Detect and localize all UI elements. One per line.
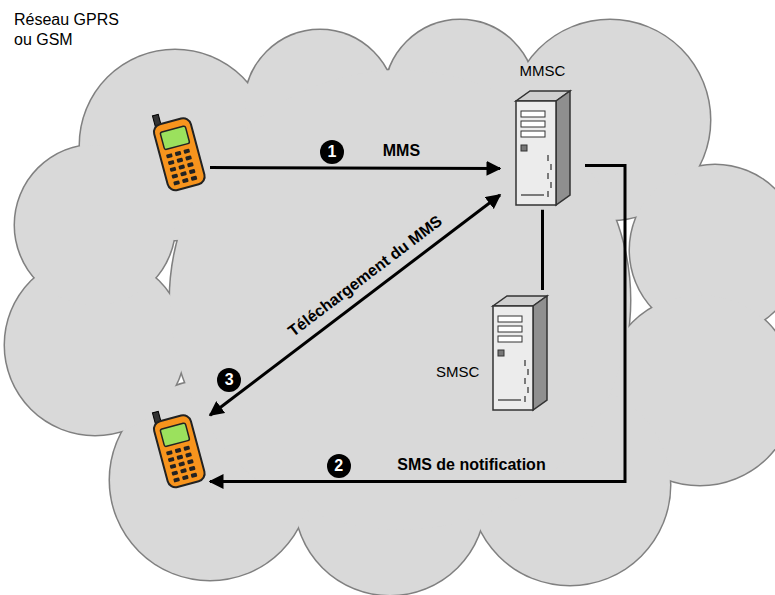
callout-number: 1 xyxy=(320,140,344,164)
server-label: SMSC xyxy=(436,363,479,382)
mmsc-server: MMSC xyxy=(500,62,585,210)
server-icon xyxy=(508,85,578,210)
server-label: MMSC xyxy=(500,62,585,81)
sender-phone xyxy=(150,108,210,193)
receiver-phone xyxy=(150,405,210,490)
connector-arrow xyxy=(210,195,500,415)
connector-arrow xyxy=(541,210,544,290)
phone-icon xyxy=(150,108,210,193)
network-title: Réseau GPRS ou GSM xyxy=(14,10,126,50)
connector-arrow xyxy=(210,166,500,170)
callout-number: 3 xyxy=(217,368,241,392)
edge-label: MMS xyxy=(381,141,422,160)
callout-number: 2 xyxy=(327,454,351,478)
smsc-server: SMSC xyxy=(436,290,555,415)
phone-icon xyxy=(150,405,210,490)
edge-label: Téléchargement du MMS xyxy=(283,210,448,342)
server-icon xyxy=(485,290,555,415)
edge-label: SMS de notification xyxy=(395,455,547,474)
connector-arrow xyxy=(210,165,625,481)
